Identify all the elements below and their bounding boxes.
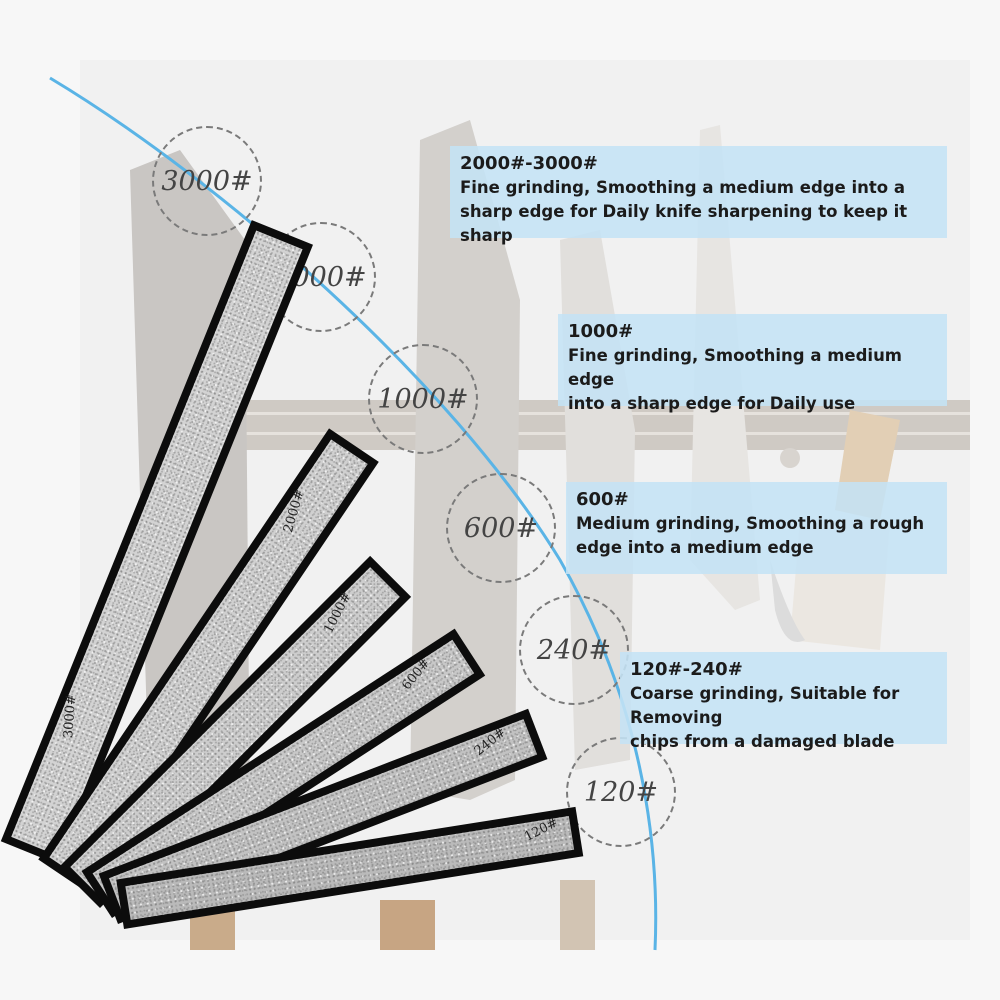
- grit-disc-600: 600#: [446, 473, 556, 583]
- grit-disc-1000: 1000#: [368, 344, 478, 454]
- grit-disc-label: 120#: [583, 776, 659, 808]
- info-panel-title: 120#-240#: [630, 659, 743, 680]
- grit-disc-label: 600#: [463, 512, 539, 544]
- grit-disc-label: 3000#: [161, 165, 253, 197]
- info-panel-line: chips from a damaged blade: [630, 732, 895, 751]
- info-panel-line: Medium grinding, Smoothing a rough: [576, 514, 925, 533]
- grit-disc-label: 240#: [536, 634, 612, 666]
- info-panel-title: 600#: [576, 489, 629, 510]
- stone-label: 3000#: [61, 693, 80, 739]
- grit-disc-240: 240#: [519, 595, 629, 705]
- grit-disc-3000: 3000#: [152, 126, 262, 236]
- info-panel-line: sharp edge for Daily knife sharpening to…: [460, 202, 908, 245]
- info-panel-title: 1000#: [568, 321, 634, 342]
- grit-disc-label: 1000#: [377, 383, 469, 415]
- info-panel-2000-3000: 2000#-3000# Fine grinding, Smoothing a m…: [450, 146, 947, 245]
- info-panel-line: edge into a medium edge: [576, 538, 814, 557]
- info-panel-line: Fine grinding, Smoothing a medium edge: [568, 346, 903, 389]
- info-panel-line: Fine grinding, Smoothing a medium edge i…: [460, 178, 906, 197]
- info-panel-line: into a sharp edge for Daily use: [568, 394, 856, 413]
- info-panel-1000: 1000# Fine grinding, Smoothing a medium …: [558, 314, 947, 413]
- info-panel-600: 600# Medium grinding, Smoothing a rough …: [566, 482, 947, 574]
- info-panel-120-240: 120#-240# Coarse grinding, Suitable for …: [620, 652, 947, 751]
- info-panel-title: 2000#-3000#: [460, 153, 598, 174]
- info-panel-line: Coarse grinding, Suitable for Removing: [630, 684, 900, 727]
- grit-disc-120: 120#: [566, 737, 676, 847]
